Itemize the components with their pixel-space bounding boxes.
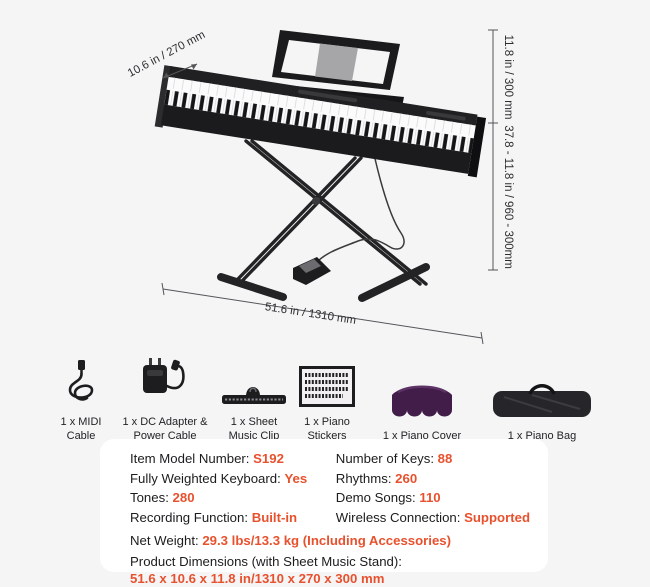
spec-column-left: Item Model Number: S192 Fully Weighted K…: [130, 449, 336, 527]
sustain-pedal: [293, 257, 331, 285]
spec-value: 110: [419, 490, 440, 505]
piano-cover-icon: [390, 372, 454, 422]
dimension-width: 51.6 in / 1310 mm: [162, 283, 483, 344]
spec-value: Built-in: [252, 510, 297, 525]
accessory-dc-adapter: 1 x DC Adapter & Power Cable: [119, 358, 211, 444]
dimension-height: 11.8 in / 300 mm 37.8 - 11.8 in / 960 - …: [488, 30, 514, 270]
accessory-sheet-music-clip: 1 x Sheet Music Clip: [221, 358, 287, 444]
spec-tones: Tones: 280: [130, 488, 336, 508]
spec-label: Demo Songs:: [336, 490, 420, 505]
piano-bag-icon: [492, 372, 592, 422]
spec-item-model-number: Item Model Number: S192: [130, 449, 336, 469]
spec-number-of-keys: Number of Keys: 88: [336, 449, 530, 469]
spec-demo-songs: Demo Songs: 110: [336, 488, 530, 508]
accessory-midi-cable: 1 x MIDI Cable: [53, 358, 109, 444]
piano-diagram: 10.6 in / 270 mm 11.8 in / 300 mm 37.8 -…: [0, 0, 650, 360]
spec-label: Product Dimensions (with Sheet Music Sta…: [130, 554, 530, 571]
piano-stickers-icon: [299, 358, 355, 408]
spec-label: Item Model Number:: [130, 451, 253, 466]
stand-foot-left: [221, 277, 283, 297]
spec-label: Tones:: [130, 490, 173, 505]
dimension-height-range-label: 37.8 - 11.8 in / 960 - 300mm: [502, 125, 514, 269]
spec-label: Rhythms:: [336, 471, 395, 486]
spec-rhythms: Rhythms: 260: [336, 469, 530, 489]
accessories-row: 1 x MIDI Cable 1 x DC Adapter & Power Ca…: [0, 358, 650, 444]
spec-label: Net Weight:: [130, 533, 202, 548]
spec-card: Item Model Number: S192 Fully Weighted K…: [100, 439, 548, 572]
spec-label: Number of Keys:: [336, 451, 438, 466]
spec-value: 51.6 x 10.6 x 11.8 in/1310 x 270 x 300 m…: [130, 571, 530, 587]
spec-fully-weighted-keyboard: Fully Weighted Keyboard: Yes: [130, 469, 336, 489]
dc-adapter-icon: [141, 358, 189, 408]
dimension-width-label: 51.6 in / 1310 mm: [264, 301, 357, 327]
sheet-music-clip-icon: [221, 358, 287, 408]
accessory-piano-cover: 1 x Piano Cover: [367, 372, 477, 443]
midi-cable-icon: [65, 358, 97, 408]
dimension-height-top-label: 11.8 in / 300 mm: [502, 35, 514, 120]
stand-bolt: [312, 197, 320, 205]
spec-wireless-connection: Wireless Connection: Supported: [336, 508, 530, 528]
spec-label: Fully Weighted Keyboard:: [130, 471, 284, 486]
spec-label: Recording Function:: [130, 510, 252, 525]
spec-net-weight: Net Weight: 29.3 lbs/13.3 kg (Including …: [130, 532, 530, 550]
spec-value: 88: [438, 451, 453, 466]
accessory-label: 1 x MIDI Cable: [53, 415, 109, 444]
spec-value: Supported: [464, 510, 530, 525]
spec-value: 260: [395, 471, 417, 486]
spec-value: Yes: [284, 471, 307, 486]
spec-value: S192: [253, 451, 284, 466]
spec-value: 29.3 lbs/13.3 kg (Including Accessories): [202, 533, 451, 548]
accessory-piano-stickers: 1 x Piano Stickers: [297, 358, 357, 444]
spec-value: 280: [173, 490, 195, 505]
spec-product-dimensions: Product Dimensions (with Sheet Music Sta…: [130, 554, 530, 587]
spec-label: Wireless Connection:: [336, 510, 464, 525]
spec-recording-function: Recording Function: Built-in: [130, 508, 336, 528]
spec-column-right: Number of Keys: 88 Rhythms: 260 Demo Son…: [336, 449, 530, 527]
accessory-piano-bag: 1 x Piano Bag: [487, 372, 597, 443]
